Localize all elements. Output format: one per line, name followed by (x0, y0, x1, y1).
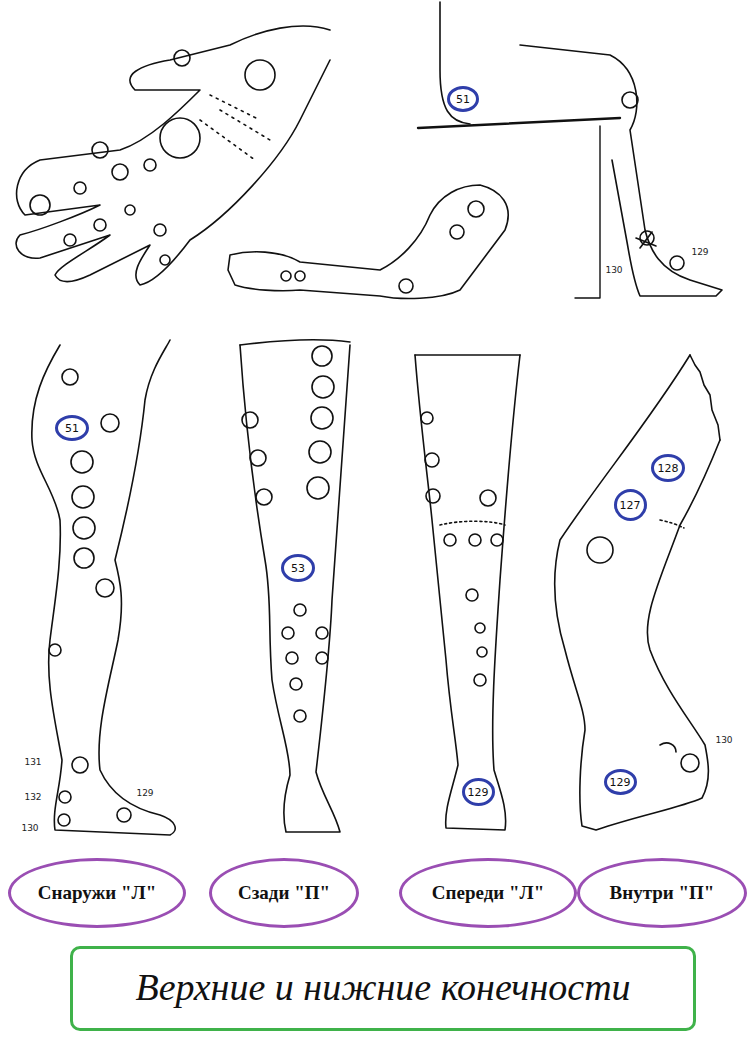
point-number-circle: 51 (447, 86, 479, 112)
side-label-oval: Сзади "П" (209, 858, 359, 928)
back-leg-drawing (240, 340, 350, 832)
callout-number: 132 (23, 793, 42, 802)
point-number-circle: 127 (614, 489, 647, 521)
side-label-oval: Внутри "П" (577, 858, 747, 928)
sitting-leg-drawing (418, 2, 722, 298)
point-number-circle: 129 (462, 778, 495, 806)
outer-leg-drawing (32, 340, 175, 835)
callout-number: 130 (714, 736, 733, 745)
side-label-oval: Спереди "Л" (399, 858, 577, 928)
title-box: Верхние и нижние конечности (70, 946, 696, 1031)
point-number-circle: 128 (651, 454, 685, 482)
callout-number: 129 (135, 789, 154, 798)
view-label: Внутри "П" (610, 883, 715, 904)
point-number-circle: 51 (55, 415, 89, 441)
callout-number: 129 (468, 787, 489, 798)
front-leg-drawing (415, 355, 520, 830)
callout-number: 129 (610, 777, 631, 788)
callout-number: 130 (604, 266, 623, 275)
callout-number: 51 (456, 94, 470, 105)
callout-number: 129 (690, 248, 709, 257)
point-number-circle: 129 (604, 769, 637, 795)
callout-number: 51 (65, 423, 79, 434)
title-text: Верхние и нижние конечности (135, 967, 630, 1009)
callout-number: 131 (23, 758, 42, 767)
callout-number: 127 (620, 500, 641, 511)
view-label: Снаружи "Л" (38, 883, 156, 904)
hand-drawing (16, 26, 330, 285)
arm-drawing (228, 185, 508, 298)
point-number-circle: 53 (281, 554, 315, 582)
view-label: Спереди "Л" (432, 883, 544, 904)
callout-number: 53 (291, 563, 305, 574)
callout-number: 128 (658, 463, 679, 474)
view-label: Сзади "П" (238, 883, 330, 904)
callout-number: 130 (20, 824, 39, 833)
side-label-oval: Снаружи "Л" (8, 858, 186, 928)
inner-leg-drawing (555, 355, 720, 830)
